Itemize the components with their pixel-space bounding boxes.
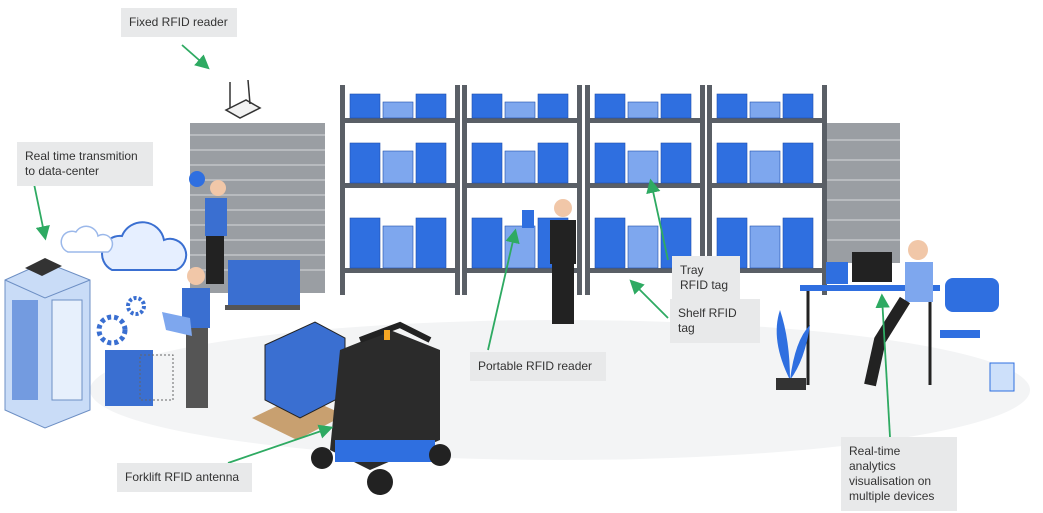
label-text: multiple devices xyxy=(849,489,935,503)
storage-box xyxy=(382,101,414,119)
label-text: Real-time analytics xyxy=(849,444,901,473)
label-text: Tray RFID tag xyxy=(680,263,729,292)
shutter-door-right xyxy=(826,123,900,263)
folder-icon xyxy=(105,350,174,406)
storage-box xyxy=(537,142,569,184)
arrow-forklift-antenna xyxy=(227,424,334,464)
storage-box xyxy=(415,93,447,119)
storage-box xyxy=(382,150,414,184)
arrow-fixed-reader xyxy=(181,44,210,70)
cloud-icon xyxy=(60,221,188,271)
storage-box xyxy=(415,142,447,184)
arrow-transmission xyxy=(32,178,50,241)
shelf-level xyxy=(340,183,460,188)
shelf-level xyxy=(707,268,827,273)
shelf-level xyxy=(340,118,460,123)
storage-box xyxy=(594,217,626,269)
worker-with-laptop xyxy=(162,267,210,408)
storage-box xyxy=(749,101,781,119)
label-forklift-rfid-antenna: Forklift RFID antenna xyxy=(117,463,252,492)
fixed-rfid-reader xyxy=(224,79,262,119)
storage-box xyxy=(782,217,814,269)
analyst-at-desk xyxy=(800,240,1015,392)
shelving-units xyxy=(340,85,827,295)
shelf-post xyxy=(585,85,590,295)
storage-box xyxy=(594,93,626,119)
worker-with-cart xyxy=(189,171,300,310)
storage-box xyxy=(749,225,781,269)
storage-box xyxy=(660,93,692,119)
shelf-level xyxy=(707,118,827,123)
shelf-level xyxy=(340,268,460,273)
label-text: Shelf RFID tag xyxy=(678,306,737,335)
storage-box xyxy=(716,93,748,119)
label-text: Fixed RFID reader xyxy=(129,15,228,29)
storage-box xyxy=(504,150,536,184)
label-fixed-rfid-reader: Fixed RFID reader xyxy=(121,8,237,37)
potted-plant xyxy=(776,310,810,390)
shelf-level xyxy=(585,183,705,188)
storage-box xyxy=(782,142,814,184)
arrow-analytics xyxy=(875,293,891,438)
callout-arrows xyxy=(32,44,891,464)
forklift xyxy=(252,321,451,495)
storage-box xyxy=(504,101,536,119)
storage-box xyxy=(660,142,692,184)
shelf-level xyxy=(462,118,582,123)
shelf-level xyxy=(585,118,705,123)
worker-with-portable-reader xyxy=(522,199,576,324)
shelf-level xyxy=(462,268,582,273)
shelf-post xyxy=(462,85,467,295)
arrow-portable-reader xyxy=(487,228,520,351)
storage-box xyxy=(627,101,659,119)
label-text: Portable RFID reader xyxy=(478,359,593,373)
shelf-level xyxy=(707,183,827,188)
label-shelf-rfid-tag: Shelf RFID tag xyxy=(670,299,760,343)
gear-icon xyxy=(96,296,146,346)
shelf-post xyxy=(455,85,460,295)
arrow-tray-tag xyxy=(646,178,669,261)
storage-box xyxy=(504,225,536,269)
shelf-post xyxy=(577,85,582,295)
storage-box xyxy=(349,217,381,269)
storage-box xyxy=(471,93,503,119)
storage-box xyxy=(349,93,381,119)
storage-box xyxy=(594,142,626,184)
storage-box xyxy=(349,142,381,184)
shelf-post xyxy=(707,85,712,295)
label-text: Real time transmition xyxy=(25,149,138,163)
label-text: to data-center xyxy=(25,164,100,178)
storage-box xyxy=(782,93,814,119)
label-text: Forklift RFID antenna xyxy=(125,470,240,484)
storage-box xyxy=(415,217,447,269)
storage-box xyxy=(627,225,659,269)
storage-box xyxy=(471,142,503,184)
shelf-post xyxy=(822,85,827,295)
shelf-level xyxy=(585,268,705,273)
arrow-shelf-tag xyxy=(629,279,669,319)
label-text: visualisation on xyxy=(849,474,932,488)
shelf-post xyxy=(340,85,345,295)
storage-box xyxy=(627,150,659,184)
shelf-level xyxy=(462,183,582,188)
shelf-post xyxy=(700,85,705,295)
storage-box xyxy=(471,217,503,269)
storage-box xyxy=(716,142,748,184)
label-portable-rfid-reader: Portable RFID reader xyxy=(470,352,606,381)
storage-box xyxy=(749,150,781,184)
storage-box xyxy=(382,225,414,269)
data-center-server xyxy=(4,258,91,429)
storage-box xyxy=(537,93,569,119)
label-tray-rfid-tag: Tray RFID tag xyxy=(672,256,740,300)
